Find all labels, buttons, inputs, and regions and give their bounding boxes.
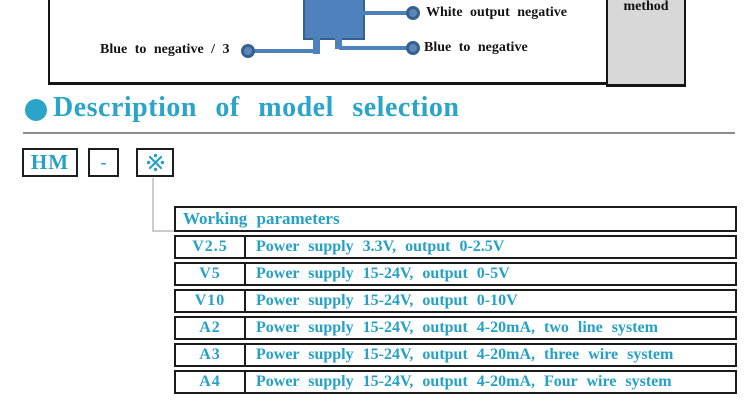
model-code-cell: A2 — [176, 318, 246, 338]
model-desc-cell: Power supply 15-24V, output 4-20mA, Four… — [256, 373, 672, 390]
section-bullet-icon — [25, 99, 47, 121]
wire-left-negative — [251, 49, 317, 53]
sensor-right-leg — [335, 34, 342, 49]
model-code-cell: V2.5 — [176, 237, 246, 257]
table-row: V10 Power supply 15-24V, output 0-10V — [174, 289, 737, 313]
method-box-label: method — [623, 0, 669, 14]
model-separator-box: - — [88, 148, 119, 177]
model-code-cell: V10 — [176, 291, 246, 311]
model-desc-cell: Power supply 3.3V, output 0-2.5V — [256, 238, 505, 255]
model-code-cell: V5 — [176, 264, 246, 284]
table-row: A4 Power supply 15-24V, output 4-20mA, F… — [174, 370, 737, 394]
wire-blue-negative — [339, 46, 411, 50]
model-desc-cell: Power supply 15-24V, output 0-5V — [256, 265, 510, 282]
label-white-output: White output negative — [426, 5, 567, 20]
model-prefix-box: HM — [22, 148, 78, 177]
working-parameters-table: Working parameters V2.5 Power supply 3.3… — [174, 206, 737, 394]
model-desc-cell: Power supply 15-24V, output 4-20mA, two … — [256, 319, 658, 336]
terminal-dot-white — [406, 6, 420, 20]
table-row: A2 Power supply 15-24V, output 4-20mA, t… — [174, 316, 737, 340]
table-row: V2.5 Power supply 3.3V, output 0-2.5V — [174, 235, 737, 259]
table-row: V5 Power supply 15-24V, output 0-5V — [174, 262, 737, 286]
model-separator-label: - — [100, 152, 107, 172]
wire-white-output — [360, 11, 409, 15]
label-blue-negative: Blue to negative — [424, 40, 528, 55]
model-prefix-label: HM — [30, 150, 70, 174]
terminal-dot-blue — [406, 41, 420, 55]
connector-line-horizontal — [152, 230, 175, 232]
table-row: A3 Power supply 15-24V, output 4-20mA, t… — [174, 343, 737, 367]
section-title: Description of model selection — [53, 92, 460, 123]
sensor-left-leg — [313, 34, 320, 54]
terminal-dot-left — [241, 44, 255, 58]
model-desc-cell: Power supply 15-24V, output 0-10V — [256, 292, 518, 309]
table-header-row: Working parameters — [174, 206, 737, 232]
connector-line-vertical — [152, 178, 154, 231]
section-divider — [23, 132, 735, 134]
model-code-cell: A3 — [176, 345, 246, 365]
reference-mark-icon — [146, 153, 164, 172]
model-code-cell: A4 — [176, 372, 246, 392]
model-desc-cell: Power supply 15-24V, output 4-20mA, thre… — [256, 346, 674, 363]
table-header-label: Working parameters — [183, 209, 340, 228]
method-box: method — [606, 0, 686, 87]
label-left-wire: Blue to negative / 3 — [100, 42, 230, 57]
sensor-box — [303, 0, 365, 40]
model-placeholder-box — [136, 148, 174, 177]
